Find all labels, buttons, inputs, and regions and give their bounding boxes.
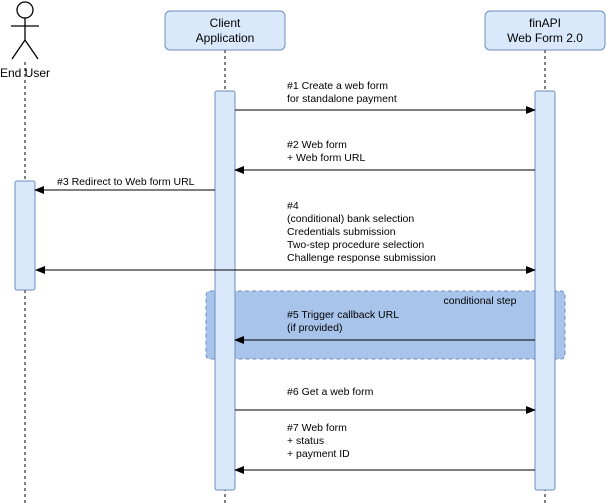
message-4-label-line1: #4	[287, 200, 299, 212]
end-user-label: End User	[0, 66, 50, 80]
message-1-label-line2: for standalone payment	[287, 93, 397, 105]
end-user-actor-icon	[11, 1, 39, 60]
end-user-activation-bar	[14, 180, 36, 291]
client-application-box	[164, 10, 286, 51]
message-4-label-line3: Credentials submission	[287, 226, 396, 238]
message-7-label-line2: + status	[287, 435, 324, 447]
finapi-label-line1: finAPI	[529, 16, 561, 30]
message-2-label-line2: + Web form URL	[287, 152, 365, 164]
message-5-label-line1: #5 Trigger callback URL	[287, 309, 399, 321]
message-3-label: #3 Redirect to Web form URL	[57, 176, 195, 188]
finapi-web-form-box	[484, 10, 606, 51]
message-4-label-line5: Challenge response submission	[287, 252, 436, 264]
message-4-label-line4: Two-step procedure selection	[287, 239, 424, 251]
message-6-label: #6 Get a web form	[287, 386, 374, 398]
message-2-label-line1: #2 Web form	[287, 139, 347, 151]
message-4-label-line2: (conditional) bank selection	[287, 213, 414, 225]
client-application-label-line2: Application	[196, 31, 255, 45]
conditional-step-label: conditional step	[444, 295, 517, 307]
client-activation-bar	[214, 90, 236, 491]
message-7-label-line1: #7 Web form	[287, 422, 347, 434]
message-5-label-line2: (if provided)	[287, 322, 342, 334]
conditional-step-frame	[205, 290, 566, 360]
finapi-activation-bar	[534, 90, 556, 491]
finapi-label-line2: Web Form 2.0	[507, 31, 583, 45]
message-1-label-line1: #1 Create a web form	[287, 80, 388, 92]
message-7-label-line3: + payment ID	[287, 448, 350, 460]
client-application-label-line1: Client	[210, 16, 241, 30]
